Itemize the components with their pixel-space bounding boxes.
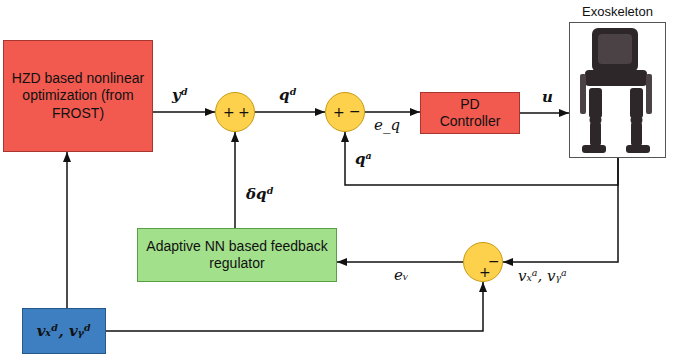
signal-label: qᵈ [277,86,299,104]
sign-symbol: − [349,104,361,118]
signal-label: δqᵈ [244,185,276,203]
signal-arrow [345,132,618,185]
signal-arrow [337,261,463,263]
picture-title: Exoskeleton [569,4,666,20]
exoskeleton-node: Exoskeleton [569,2,666,158]
sign-symbol: + [333,105,345,119]
summing-junction: ++ [215,92,255,132]
regulator-box: Adaptive NN based feedback regulator [137,228,337,282]
signal-arrow [106,282,483,331]
exoskeleton-figure [580,28,652,153]
signal-arrow [66,152,68,308]
box-text: PD Controller [433,96,507,131]
box-text: vₓᵈ, vᵧᵈ [37,322,92,341]
sign-symbol: + [479,265,491,279]
signal-label: qᵃ [353,150,374,168]
signal-label: u [540,88,555,106]
signal-arrow [255,111,325,113]
box-text: HZD based nonlinear optimization (from F… [7,70,149,123]
signal-label: e_q [372,116,402,134]
picture-frame [570,23,666,158]
controller-box: PD Controller [420,92,520,134]
signal-arrow [234,132,236,228]
sign-symbol: + [223,105,235,119]
optimizer-box: HZD based nonlinear optimization (from F… [3,40,153,152]
reference-box: vₓᵈ, vᵧᵈ [22,308,106,354]
sign-symbol: + [238,105,250,119]
summing-junction: −+ [463,242,503,282]
signal-arrow [520,112,569,114]
signal-arrow [153,111,215,113]
box-text: Adaptive NN based feedback regulator [146,238,328,273]
signal-arrow [365,111,420,113]
signal-label: eᵥ [392,266,410,284]
signal-arrow [503,158,618,262]
signal-label: vₓᵃ, vᵧᵃ [516,267,569,285]
summing-junction: +− [325,92,365,132]
signal-label: yᵈ [170,86,190,104]
